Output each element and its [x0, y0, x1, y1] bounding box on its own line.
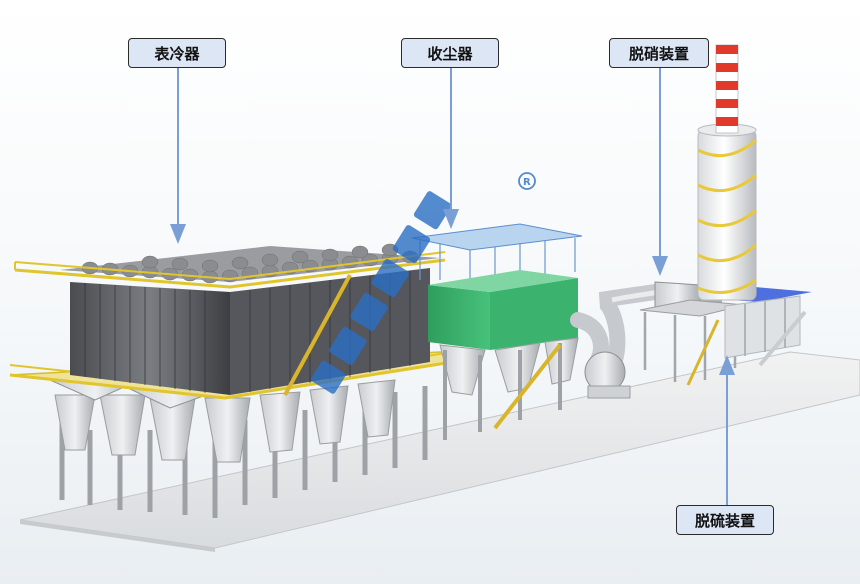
surface-cooler-unit [9, 243, 466, 518]
desulfurization-unit [697, 44, 812, 367]
collector-stair [493, 343, 562, 430]
company-logo-watermark: R [311, 172, 536, 394]
duct-and-fan [570, 284, 663, 399]
collector-hopper-2 [494, 342, 541, 393]
tower-spiral-stair [697, 138, 757, 294]
registered-mark-icon [518, 172, 536, 190]
dust-collector-unit [411, 223, 583, 440]
collector-body-side [490, 278, 578, 350]
svg-text:R: R [523, 177, 531, 188]
label-dust-collector: 收尘器 [401, 38, 499, 68]
tower-base-frame [744, 298, 786, 356]
scr-ladder [686, 319, 720, 386]
chimney-red-bands [716, 45, 738, 126]
tower-base-wall [724, 295, 801, 359]
ground-slab [19, 351, 860, 552]
label-surface-cooler: 表冷器 [128, 38, 226, 68]
collector-hopper-1 [439, 344, 486, 396]
cooler-top-walkway [14, 251, 446, 289]
collector-roof [428, 270, 578, 292]
tower-base-stair [758, 310, 807, 367]
collector-body-front [428, 285, 490, 350]
cooler-stair [283, 274, 352, 396]
label-denitrification: 脱硝装置 [609, 38, 709, 68]
label-desulfurization: 脱硫装置 [676, 505, 774, 535]
collector-legs [443, 343, 562, 440]
collector-canopy [411, 223, 583, 251]
callout-arrows [170, 68, 735, 505]
fan-motor [587, 385, 631, 399]
